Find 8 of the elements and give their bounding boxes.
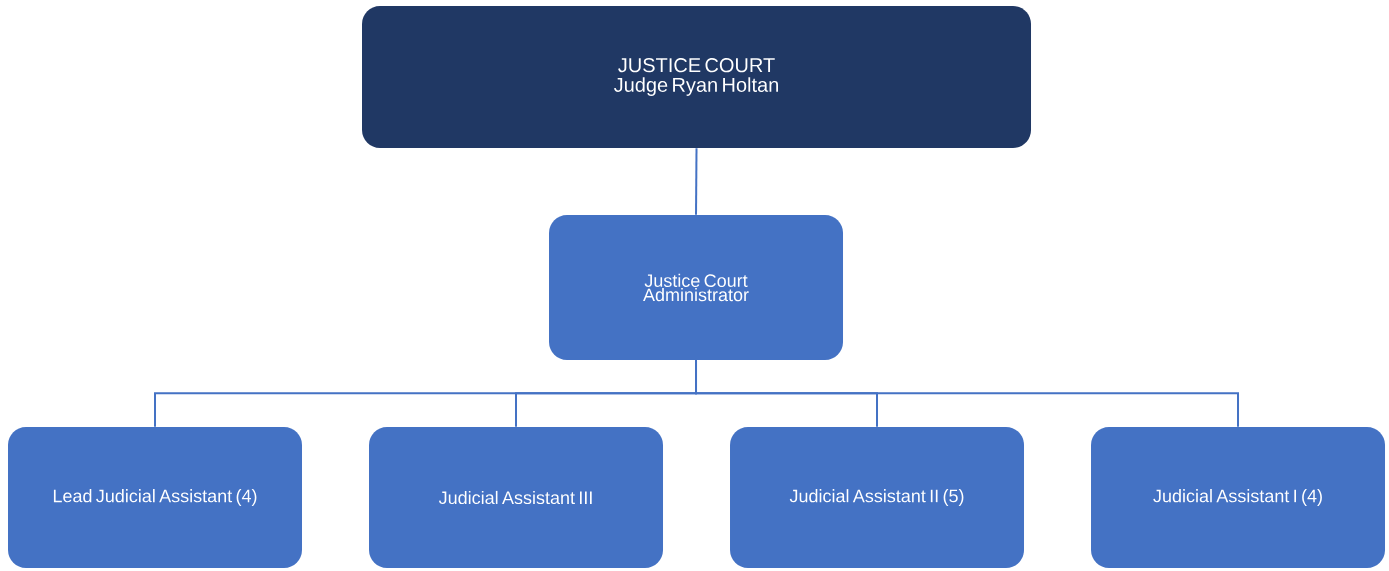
connector-line [695, 147, 698, 216]
role-box: Lead Judicial Assistant (4) [8, 427, 302, 568]
role-box: Judicial Assistant II (5) [730, 427, 1024, 568]
role-box: Judicial Assistant III [369, 427, 663, 568]
role-box: Judicial Assistant I (4) [1091, 427, 1385, 568]
role-box: Justice Court Administrator [549, 215, 843, 360]
title-box: JUSTICE COURT Judge Ryan Holtan [362, 6, 1031, 148]
connector-line [695, 359, 1239, 428]
